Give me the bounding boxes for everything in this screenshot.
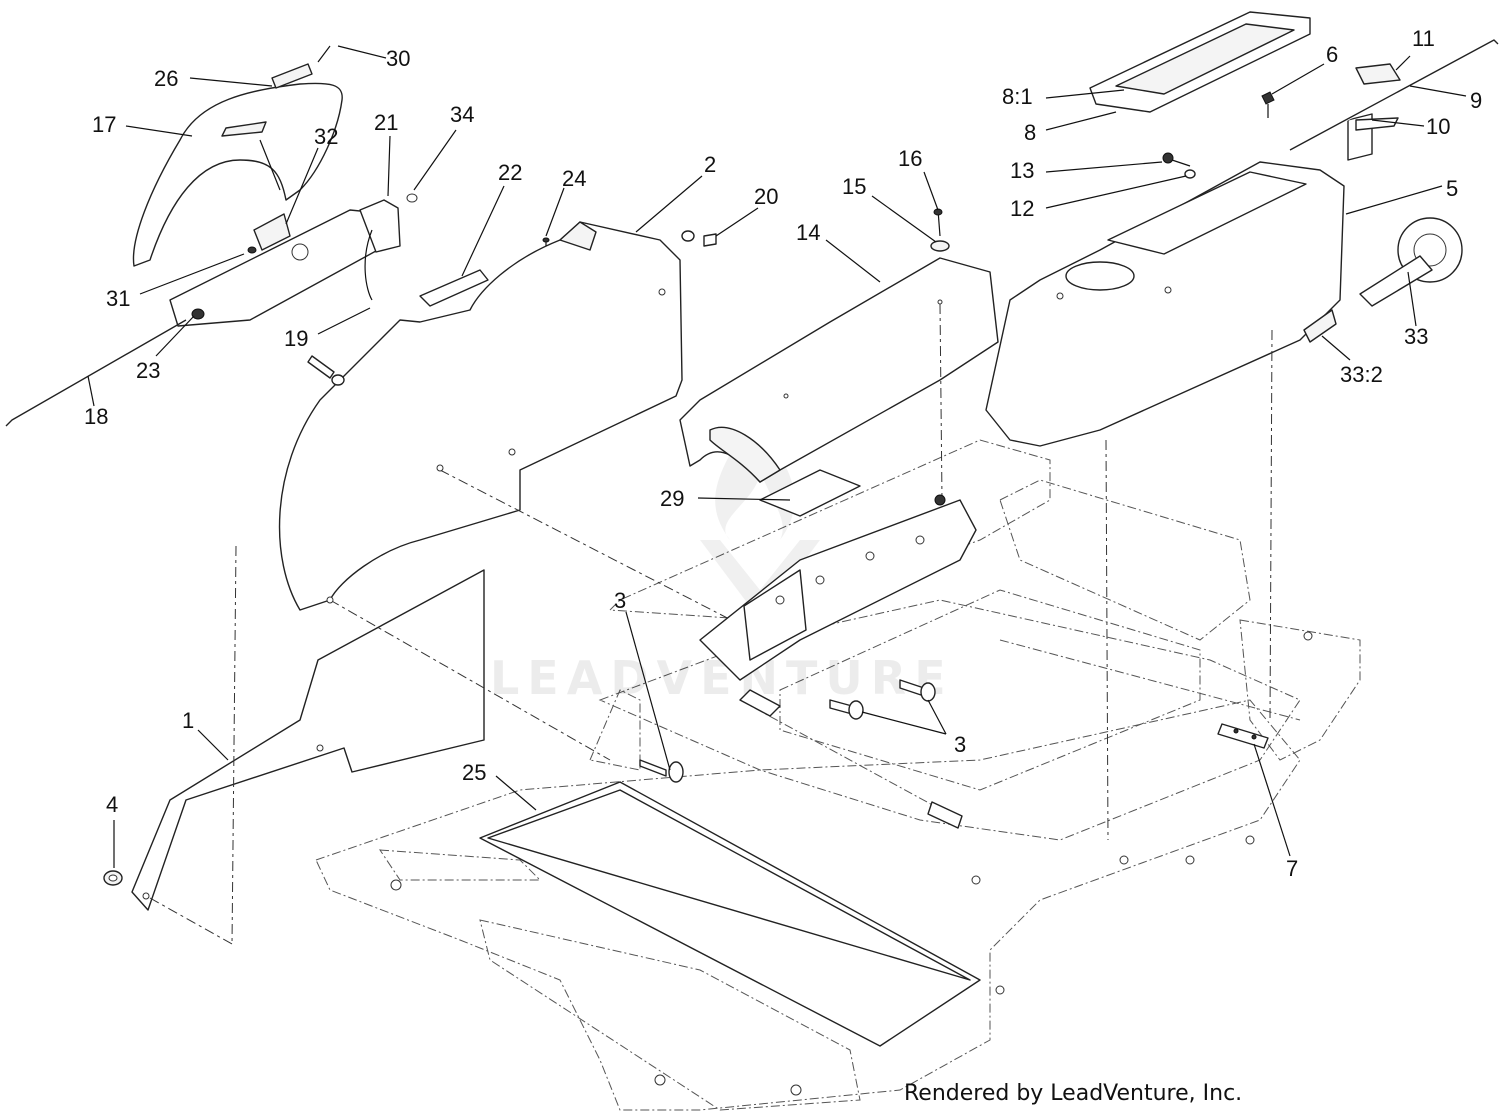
callout-12: 12 xyxy=(1010,196,1034,221)
part-control-rod[interactable] xyxy=(1289,39,1499,151)
part-floor-plate[interactable] xyxy=(479,781,981,1047)
callout-26: 26 xyxy=(154,66,178,91)
callout-33: 33 xyxy=(1404,324,1428,349)
part-bracket[interactable] xyxy=(1347,113,1399,161)
callout-10: 10 xyxy=(1426,114,1450,139)
part-latch-rod[interactable] xyxy=(5,319,187,427)
callout-22: 22 xyxy=(498,160,522,185)
part-side-panel[interactable] xyxy=(131,545,485,945)
callout-33-2: 33:2 xyxy=(1340,362,1383,387)
part-clip[interactable] xyxy=(1355,63,1401,85)
part-switch[interactable] xyxy=(1217,723,1269,749)
callout-15: 15 xyxy=(842,174,866,199)
part-bolt[interactable] xyxy=(639,759,684,783)
callout-3-left: 3 xyxy=(614,588,626,613)
callout-29: 29 xyxy=(660,486,684,511)
part-seat-mount-bracket xyxy=(699,494,977,829)
callout-8-1: 8:1 xyxy=(1002,84,1033,109)
callout-21: 21 xyxy=(374,110,398,135)
part-screw-washer[interactable] xyxy=(1162,152,1196,179)
part-fender-housing[interactable] xyxy=(278,221,771,761)
callout-24: 24 xyxy=(562,166,586,191)
callout-7: 7 xyxy=(1286,856,1298,881)
callout-31: 31 xyxy=(106,286,130,311)
part-handle[interactable] xyxy=(132,82,343,267)
part-hinge[interactable] xyxy=(271,45,331,89)
callout-32: 32 xyxy=(314,124,338,149)
part-nut[interactable] xyxy=(103,870,123,886)
callout-labels: 1 2 3 3 4 5 6 7 8 8:1 9 10 11 12 13 14 1… xyxy=(84,26,1482,881)
callout-16: 16 xyxy=(898,146,922,171)
part-bolt-pair[interactable] xyxy=(829,679,936,720)
part-top-bolt[interactable] xyxy=(930,208,950,252)
callout-14: 14 xyxy=(796,220,820,245)
callout-13: 13 xyxy=(1010,158,1034,183)
part-decal[interactable] xyxy=(759,469,861,517)
part-center-cover[interactable] xyxy=(679,257,999,501)
part-latch-bracket[interactable] xyxy=(169,193,418,327)
callout-18: 18 xyxy=(84,404,108,429)
callout-11: 11 xyxy=(1412,26,1435,51)
part-right-console[interactable] xyxy=(985,161,1345,841)
leader-lines xyxy=(87,45,1467,868)
callout-3-right: 3 xyxy=(954,732,966,757)
callout-19: 19 xyxy=(284,326,308,351)
callout-30: 30 xyxy=(386,46,410,71)
part-lower-screw[interactable] xyxy=(307,355,345,386)
part-screw[interactable] xyxy=(1261,91,1275,118)
callout-17: 17 xyxy=(92,112,116,137)
callout-2: 2 xyxy=(704,152,716,177)
watermark: LEADVENTURE xyxy=(490,420,954,705)
callout-34: 34 xyxy=(450,102,474,127)
callout-20: 20 xyxy=(754,184,778,209)
callout-9: 9 xyxy=(1470,88,1482,113)
render-credit: Rendered by LeadVenture, Inc. xyxy=(904,1081,1242,1106)
part-side-bolt[interactable] xyxy=(681,230,717,247)
part-small-bracket[interactable] xyxy=(419,237,550,307)
part-wrench[interactable] xyxy=(1303,217,1463,343)
watermark-text: LEADVENTURE xyxy=(490,651,954,705)
callout-6: 6 xyxy=(1326,42,1338,67)
callout-1: 1 xyxy=(182,708,194,733)
callout-23: 23 xyxy=(136,358,160,383)
part-latch[interactable] xyxy=(253,213,291,251)
part-armrest-pad[interactable] xyxy=(1089,11,1311,113)
callout-4: 4 xyxy=(106,792,118,817)
callout-5: 5 xyxy=(1446,176,1458,201)
callout-25: 25 xyxy=(462,760,486,785)
callout-8: 8 xyxy=(1024,120,1036,145)
